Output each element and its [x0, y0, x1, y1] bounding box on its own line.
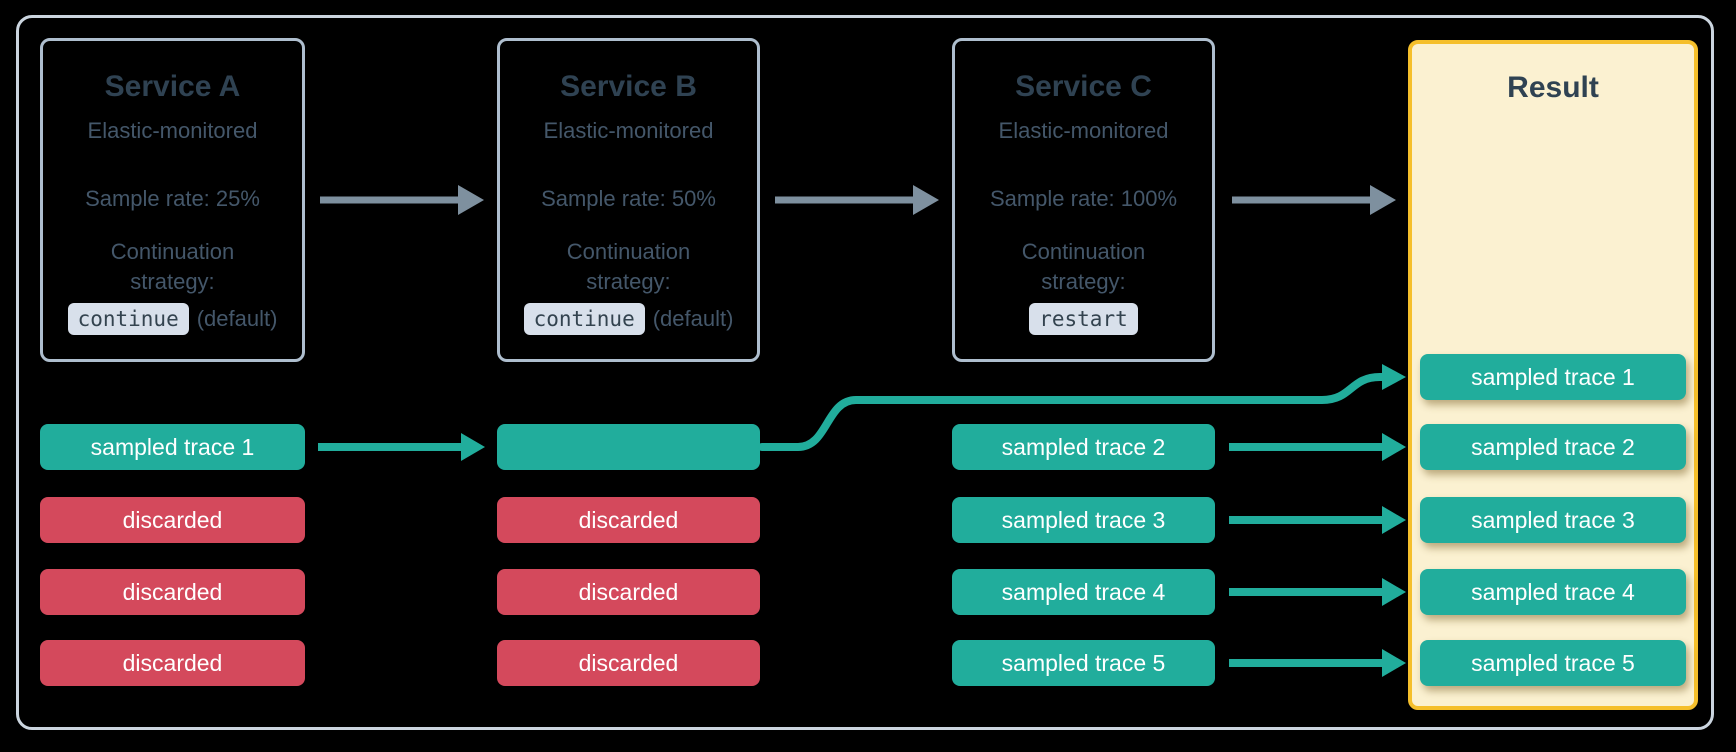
service-c-title: Service C: [1015, 70, 1152, 103]
result-sampled-trace-4-pill: sampled trace 4: [1420, 569, 1686, 615]
lane-a-discarded-pill-2: discarded: [40, 569, 305, 615]
lane-a-discarded-pill-3: discarded: [40, 640, 305, 686]
service-a-title: Service A: [104, 70, 241, 103]
service-c-box: Service C Elastic-monitored Sample rate:…: [952, 38, 1215, 362]
service-c-monitored-label: Elastic-monitored: [998, 118, 1169, 143]
lane-c-sampled-trace-2-pill: sampled trace 2: [952, 424, 1215, 470]
service-a-strategy-note: (default): [196, 306, 278, 331]
lane-c-sampled-trace-4-pill: sampled trace 4: [952, 569, 1215, 615]
service-b-strategy: continue (default): [523, 303, 734, 335]
lane-a-discarded-pill-1: discarded: [40, 497, 305, 543]
service-a-strategy-code-badge: continue: [67, 303, 189, 335]
service-b-strategy-note: (default): [652, 306, 734, 331]
service-b-continuation-label: Continuation strategy:: [566, 239, 691, 294]
service-b-strategy-code-badge: continue: [523, 303, 645, 335]
service-b-monitored-label: Elastic-monitored: [543, 118, 714, 143]
service-c-continuation-label: Continuation strategy:: [1021, 239, 1146, 294]
result-sampled-trace-5-pill: sampled trace 5: [1420, 640, 1686, 686]
service-a-box: Service A Elastic-monitored Sample rate:…: [40, 38, 305, 362]
service-b-title: Service B: [560, 70, 697, 103]
lane-a-sampled-trace-1-pill: sampled trace 1: [40, 424, 305, 470]
lane-c-sampled-trace-5-pill: sampled trace 5: [952, 640, 1215, 686]
service-a-continuation-label: Continuation strategy:: [110, 239, 235, 294]
service-c-sample-rate: Sample rate: 100%: [989, 186, 1178, 211]
service-b-sample-rate: Sample rate: 50%: [541, 186, 716, 211]
service-a-strategy: continue (default): [67, 303, 278, 335]
service-a-sample-rate: Sample rate: 25%: [85, 186, 260, 211]
lane-b-discarded-pill-3: discarded: [497, 640, 760, 686]
result-title: Result: [1507, 71, 1599, 104]
result-sampled-trace-1-pill: sampled trace 1: [1420, 354, 1686, 400]
lane-c-sampled-trace-3-pill: sampled trace 3: [952, 497, 1215, 543]
lane-b-continued-trace-pill: [497, 424, 760, 470]
service-b-box: Service B Elastic-monitored Sample rate:…: [497, 38, 760, 362]
result-sampled-trace-3-pill: sampled trace 3: [1420, 497, 1686, 543]
lane-b-discarded-pill-2: discarded: [497, 569, 760, 615]
service-a-monitored-label: Elastic-monitored: [87, 118, 258, 143]
result-sampled-trace-2-pill: sampled trace 2: [1420, 424, 1686, 470]
service-c-strategy: restart: [1029, 303, 1138, 335]
service-c-strategy-code-badge: restart: [1029, 303, 1138, 335]
diagram-frame: [16, 15, 1714, 730]
lane-b-discarded-pill-1: discarded: [497, 497, 760, 543]
